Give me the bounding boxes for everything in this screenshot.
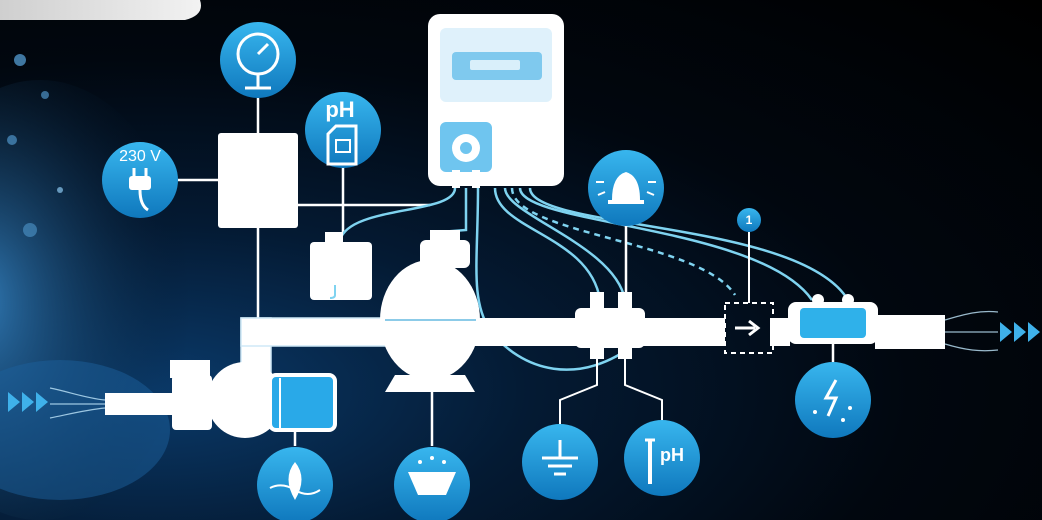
inflow-wisps (49, 387, 106, 419)
electrical-panel (218, 133, 298, 228)
probe-holder (575, 292, 645, 359)
sensor-number-badge (737, 208, 761, 303)
sand-filter (380, 230, 480, 392)
outflow-arrows (1000, 322, 1040, 342)
ground-earth-icon (522, 359, 598, 500)
pressure-gauge-icon (220, 22, 296, 98)
ph-syringe-icon (624, 359, 700, 496)
pool-pump (170, 360, 337, 438)
inflow-arrows (8, 392, 48, 412)
acid-tank (310, 232, 372, 300)
pool-edge-tile (0, 0, 201, 20)
acid-canister-icon (305, 92, 381, 168)
outflow-wisps (944, 310, 999, 352)
chlorinator-controller (428, 14, 564, 188)
filter-strainer-icon (394, 392, 470, 520)
power-plug-icon (102, 142, 178, 218)
alarm-bell-icon (588, 150, 664, 226)
water-splash-decoration (0, 54, 190, 520)
pipes (105, 315, 945, 415)
wiring-lines (178, 98, 430, 318)
pump-impeller-icon (257, 430, 333, 520)
electrolysis-cell-icon (795, 344, 871, 438)
electrolysis-cell (788, 294, 878, 344)
flow-sensor (724, 302, 774, 354)
